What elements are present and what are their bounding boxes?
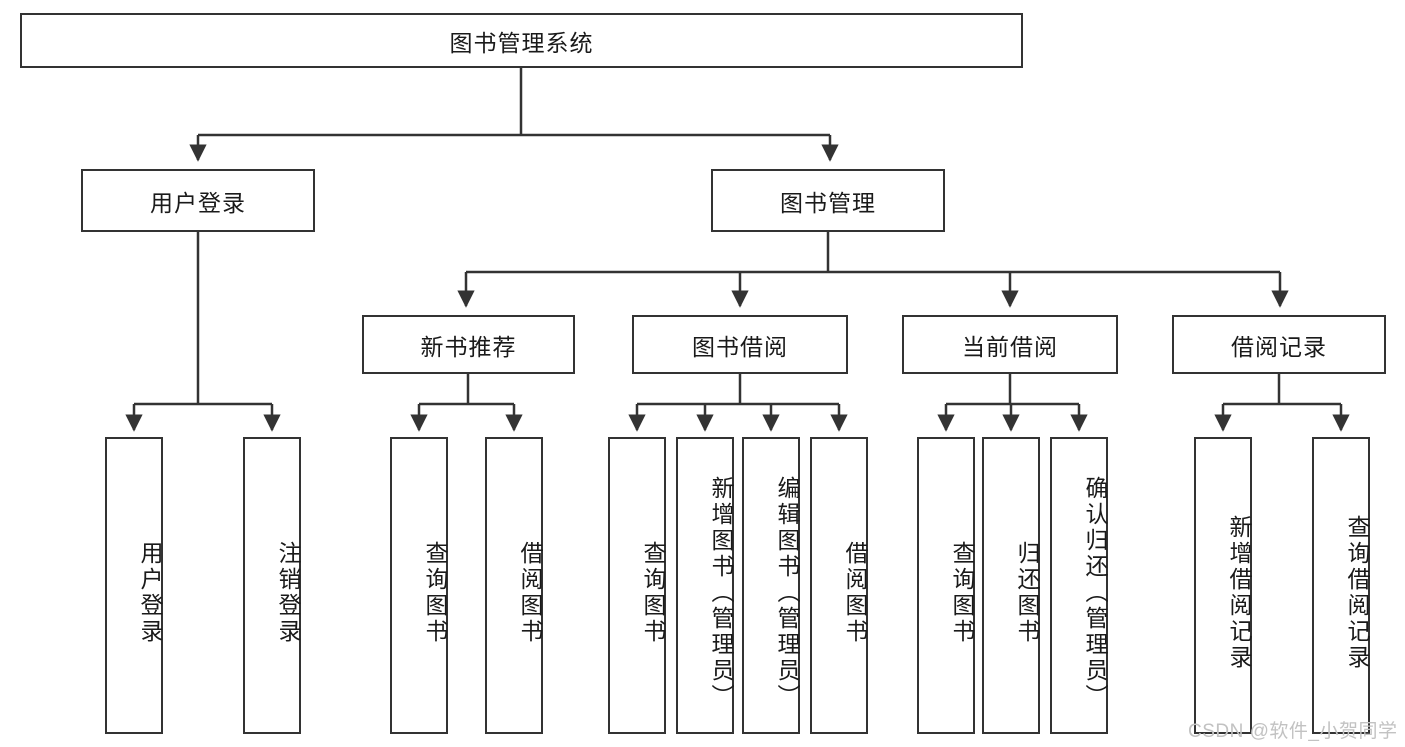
leaf-label: 查询图书 xyxy=(640,540,666,645)
node-book-management[interactable]: 图书管理 xyxy=(711,169,945,232)
leaf-label: 新增借阅记录 xyxy=(1226,514,1252,671)
leaf-label: 新增图书（管理员） xyxy=(708,475,734,710)
node-user-login[interactable]: 用户登录 xyxy=(81,169,315,232)
leaf-label: 用户登录 xyxy=(137,540,163,645)
leaf-label: 查询图书 xyxy=(949,540,975,645)
leaf-label: 借阅图书 xyxy=(842,540,868,645)
leaf-label: 借阅图书 xyxy=(517,540,543,645)
leaf-recommend-borrow-book[interactable]: 借阅图书 xyxy=(485,437,543,734)
leaf-current-confirm-return[interactable]: 确认归还（管理员） xyxy=(1050,437,1108,734)
leaf-user-login-signin[interactable]: 用户登录 xyxy=(105,437,163,734)
leaf-user-login-signout[interactable]: 注销登录 xyxy=(243,437,301,734)
leaf-borrow-borrow-book[interactable]: 借阅图书 xyxy=(810,437,868,734)
csdn-watermark: CSDN @软件_小贺同学 xyxy=(1188,721,1398,742)
leaf-label: 注销登录 xyxy=(275,540,301,645)
node-current-borrow[interactable]: 当前借阅 xyxy=(902,315,1118,374)
node-borrow-records[interactable]: 借阅记录 xyxy=(1172,315,1386,374)
leaf-label: 查询借阅记录 xyxy=(1344,514,1370,671)
leaf-label: 编辑图书（管理员） xyxy=(774,475,800,710)
leaf-current-query-book[interactable]: 查询图书 xyxy=(917,437,975,734)
leaf-recommend-query-book[interactable]: 查询图书 xyxy=(390,437,448,734)
leaf-current-return-book[interactable]: 归还图书 xyxy=(982,437,1040,734)
leaf-borrow-query-book[interactable]: 查询图书 xyxy=(608,437,666,734)
node-new-book-recommend[interactable]: 新书推荐 xyxy=(362,315,575,374)
leaf-borrow-edit-book[interactable]: 编辑图书（管理员） xyxy=(742,437,800,734)
node-root-system[interactable]: 图书管理系统 xyxy=(20,13,1023,68)
node-book-borrow[interactable]: 图书借阅 xyxy=(632,315,848,374)
leaf-records-query-record[interactable]: 查询借阅记录 xyxy=(1312,437,1370,734)
leaf-label: 归还图书 xyxy=(1014,540,1040,645)
leaf-records-add-record[interactable]: 新增借阅记录 xyxy=(1194,437,1252,734)
leaf-borrow-add-book[interactable]: 新增图书（管理员） xyxy=(676,437,734,734)
leaf-label: 确认归还（管理员） xyxy=(1082,475,1108,710)
leaf-label: 查询图书 xyxy=(422,540,448,645)
